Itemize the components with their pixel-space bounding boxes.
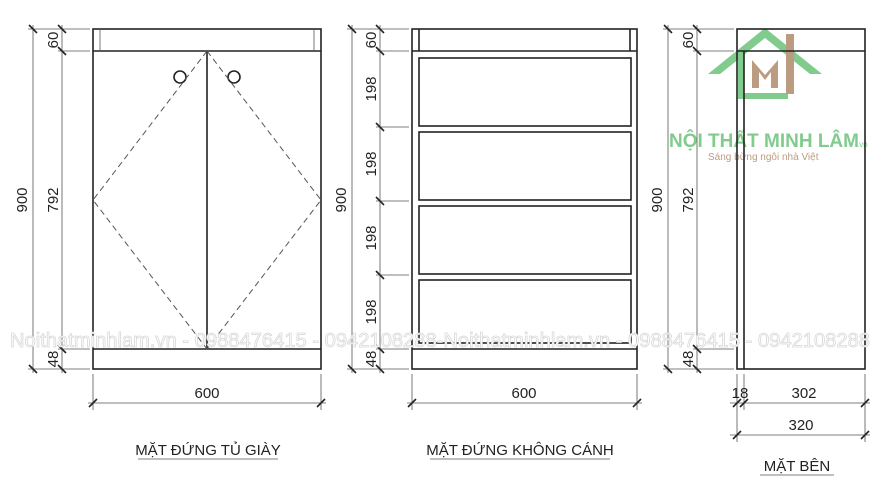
dim-segment: 792 bbox=[680, 187, 697, 212]
dim-segment: 60 bbox=[45, 32, 62, 49]
dim-segment: 48 bbox=[45, 351, 62, 368]
view-front-without-doors: 900 60 198 198 198 198 48 600 MẶT ĐỨNG K… bbox=[333, 24, 642, 460]
dim-width: 600 bbox=[511, 385, 536, 402]
logo-roof-icon bbox=[708, 28, 822, 74]
view-title: MẶT ĐỨNG TỦ GIÀY bbox=[135, 441, 281, 459]
dim-segment: 198 bbox=[363, 225, 380, 250]
door-knob-right bbox=[227, 70, 241, 84]
logo-suffix: .vn bbox=[857, 140, 868, 149]
dim-height-total: 900 bbox=[649, 187, 666, 212]
view-front-with-doors: 900 60 792 48 600 MẶT ĐỨNG TỦ GIÀY bbox=[14, 24, 326, 460]
dim-segment: 48 bbox=[363, 351, 380, 368]
dim-segment: 198 bbox=[363, 151, 380, 176]
door-swing-right bbox=[206, 50, 322, 350]
door-swing-left bbox=[92, 50, 208, 350]
view-side: 900 60 792 48 18 302 320 MẶT BÊN bbox=[649, 24, 870, 476]
dim-depth-part: 18 bbox=[732, 385, 749, 402]
watermark: Noithatminhlam.vn - 0988476415 - 0942108… bbox=[10, 330, 870, 352]
dim-segment: 792 bbox=[45, 187, 62, 212]
logo-mark-icon bbox=[752, 60, 778, 88]
view-title: MẶT BÊN bbox=[764, 458, 830, 475]
dim-segment: 60 bbox=[680, 32, 697, 49]
dim-segment: 48 bbox=[680, 351, 697, 368]
dim-depth-part: 302 bbox=[791, 385, 816, 402]
dim-height-total: 900 bbox=[14, 187, 31, 212]
logo-slogan: Sáng bừng ngôi nhà Việt bbox=[708, 152, 819, 163]
door-knob-left bbox=[173, 70, 187, 84]
dim-segment: 60 bbox=[363, 32, 380, 49]
logo: NỘI THẤT MINH LÂM .vn Sáng bừng ngôi nhà… bbox=[669, 28, 868, 163]
dim-width: 600 bbox=[194, 385, 219, 402]
dim-height-total: 900 bbox=[333, 187, 350, 212]
view-title: MẶT ĐỨNG KHÔNG CÁNH bbox=[426, 442, 614, 459]
logo-name: NỘI THẤT MINH LÂM bbox=[669, 130, 859, 152]
dim-segment: 198 bbox=[363, 76, 380, 101]
dim-depth-total: 320 bbox=[788, 417, 813, 434]
dim-segment: 198 bbox=[363, 299, 380, 324]
